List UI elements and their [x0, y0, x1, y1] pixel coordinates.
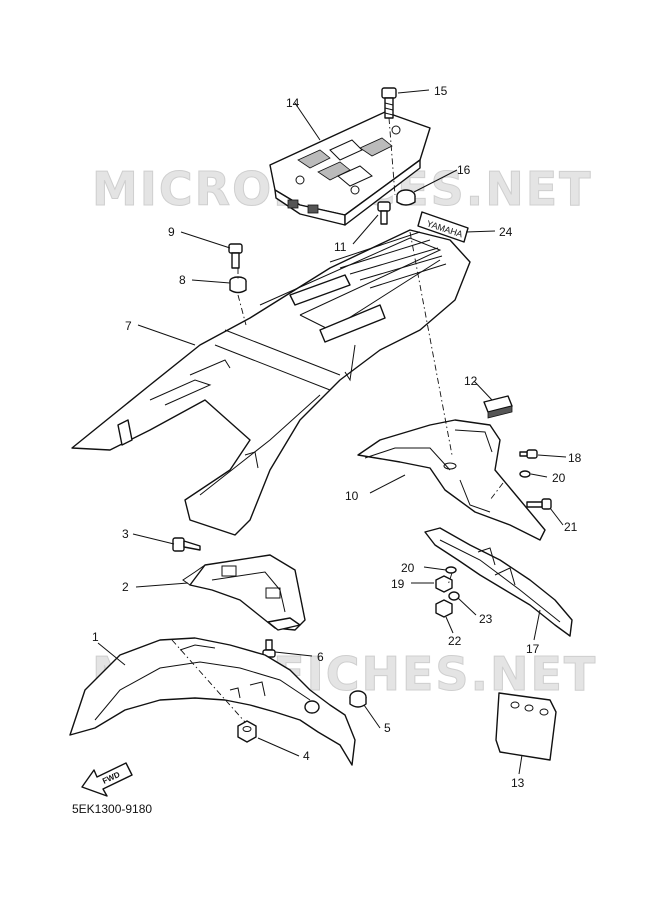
callout-17: 17	[526, 642, 540, 656]
callout-16: 16	[457, 163, 471, 177]
part-1-front-fender	[69, 637, 356, 766]
part-21-bolt	[526, 498, 552, 510]
part-12-pad	[483, 395, 513, 419]
part-17-bracket	[424, 527, 573, 637]
callout-15: 15	[434, 84, 448, 98]
callout-20-lower: 20	[401, 561, 415, 575]
callout-1: 1	[92, 630, 99, 644]
callout-24: 24	[499, 225, 513, 239]
callout-23: 23	[479, 612, 493, 626]
callout-5: 5	[384, 721, 391, 735]
leader-lines	[97, 89, 567, 775]
callout-21: 21	[564, 520, 578, 534]
part-20-washer-lower	[445, 566, 457, 574]
callout-9: 9	[168, 225, 175, 239]
callout-3: 3	[122, 527, 129, 541]
callout-10: 10	[345, 489, 359, 503]
callout-4: 4	[303, 749, 310, 763]
diagram-code: 5EK1300-9180	[72, 802, 152, 816]
callout-2: 2	[122, 580, 129, 594]
callout-6: 6	[317, 650, 324, 664]
part-11-bolt	[377, 201, 391, 225]
part-7-rear-cover	[71, 229, 471, 536]
part-8-collar	[229, 276, 247, 294]
callout-22: 22	[448, 634, 462, 648]
part-18-screw	[519, 449, 538, 459]
callout-20-upper: 20	[552, 471, 566, 485]
part-15-bolt	[381, 87, 397, 119]
part-3-bolt	[172, 537, 201, 552]
callout-11: 11	[334, 240, 347, 254]
part-13-plate	[495, 692, 557, 761]
part-14-carrier	[269, 111, 431, 226]
part-19-nut	[435, 575, 453, 593]
callout-12: 12	[464, 374, 478, 388]
part-10-rear-fender	[357, 419, 546, 541]
part-4-nut	[237, 720, 257, 743]
forward-direction-arrow: FWD	[81, 762, 133, 797]
callout-13: 13	[511, 776, 525, 790]
part-22-nut	[435, 599, 453, 618]
part-20-washer-upper	[519, 470, 531, 478]
callout-7: 7	[125, 319, 132, 333]
callout-14: 14	[286, 96, 300, 110]
part-9-bolt	[228, 243, 243, 269]
part-23-washer	[448, 591, 460, 601]
part-5-grommet	[349, 690, 367, 708]
assembly-lines	[171, 117, 504, 723]
callout-8: 8	[179, 273, 186, 287]
callout-18: 18	[568, 451, 582, 465]
callout-19: 19	[391, 577, 405, 591]
part-16-grommet	[396, 189, 416, 206]
part-2-bracket	[182, 554, 306, 631]
callout-numbers: 1 2 3 4 5 6 7 8 9 10 11 12 13 14 15 16 1…	[92, 84, 582, 790]
